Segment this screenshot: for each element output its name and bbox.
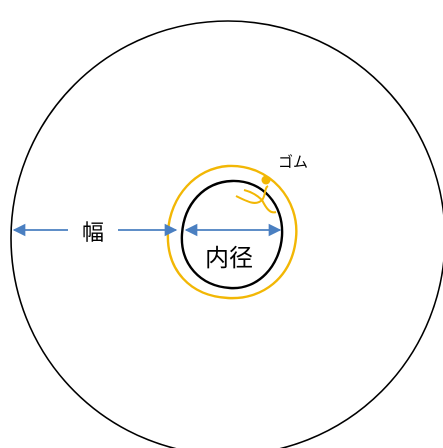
rubber-band (166, 164, 298, 300)
inner-diameter-label-bg (200, 242, 258, 272)
inner-circle (180, 179, 284, 290)
rubber-knot-icon (261, 175, 271, 185)
rubber-knot-squiggle (235, 185, 277, 214)
width-label: 幅 (82, 221, 104, 246)
rubber-label: ゴム (278, 153, 308, 171)
outer-circle (10, 20, 443, 448)
inner-diameter-label: 内径 (205, 244, 253, 272)
